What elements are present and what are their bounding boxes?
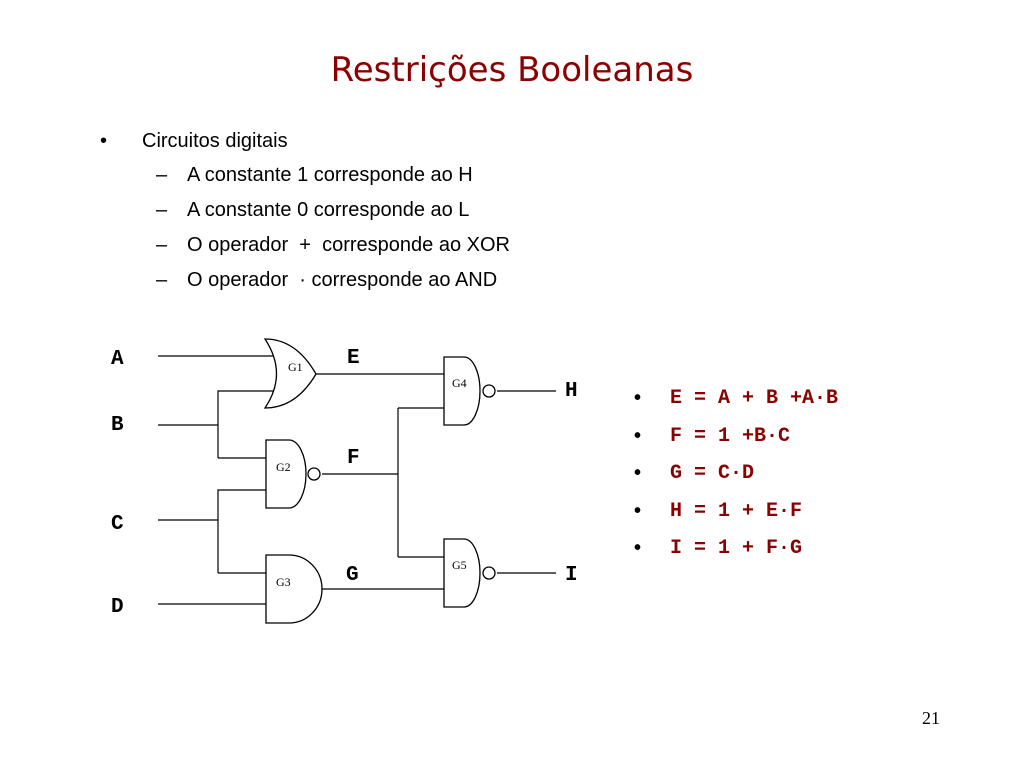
signal-label-h: H bbox=[565, 380, 578, 403]
gate-label-g1: G1 bbox=[288, 360, 303, 374]
page-number: 21 bbox=[922, 708, 940, 728]
bullet-dot: • bbox=[634, 462, 642, 485]
bullet-list: • Circuitos digitais – A constante 1 cor… bbox=[100, 124, 510, 298]
equation-text: G = C·D bbox=[670, 462, 755, 486]
gate-label-g3: G3 bbox=[276, 575, 291, 589]
sub-bullet-item: – A constante 0 corresponde ao L bbox=[100, 193, 510, 228]
equation-item: • H = 1 + E·F bbox=[634, 493, 838, 531]
signal-label-b: B bbox=[111, 414, 124, 437]
equation-item: • E = A + B +A·B bbox=[634, 380, 838, 418]
and-gate-g3 bbox=[265, 554, 323, 624]
bullet-dash: – bbox=[156, 164, 168, 186]
inverter-bubble bbox=[307, 467, 321, 481]
sub-bullet-text: O operador + corresponde ao XOR bbox=[187, 234, 510, 256]
nand-gate-g4 bbox=[443, 356, 481, 426]
sub-bullet-item: – A constante 1 corresponde ao H bbox=[100, 158, 510, 193]
signal-label-c: C bbox=[111, 513, 124, 536]
bullet-dot: • bbox=[100, 129, 108, 152]
signal-label-e: E bbox=[347, 347, 360, 370]
signal-label-i: I bbox=[565, 564, 578, 587]
sub-bullet-item: – O operador · corresponde ao AND bbox=[100, 263, 510, 298]
slide-title: Restrições Booleanas bbox=[330, 50, 694, 90]
equation-text: I = 1 + F·G bbox=[670, 537, 803, 561]
signal-label-g: G bbox=[346, 564, 359, 587]
equation-text: E = A + B +A·B bbox=[670, 387, 839, 411]
nand-gate-g2 bbox=[265, 439, 307, 509]
equation-item: • G = C·D bbox=[634, 455, 838, 493]
sub-bullet-text: A constante 1 corresponde ao H bbox=[187, 164, 473, 186]
bullet-dash: – bbox=[156, 269, 168, 291]
gate-label-g5: G5 bbox=[452, 558, 467, 572]
signal-label-a: A bbox=[111, 348, 124, 371]
bullet-item: • Circuitos digitais bbox=[100, 124, 510, 158]
nand-gate-g5 bbox=[443, 538, 481, 608]
bullet-dot: • bbox=[634, 537, 642, 560]
equation-text: H = 1 + E·F bbox=[670, 499, 803, 523]
inverter-bubble bbox=[482, 566, 496, 580]
equation-item: • F = 1 +B·C bbox=[634, 418, 838, 456]
equation-list: • E = A + B +A·B • F = 1 +B·C • G = C·D … bbox=[634, 380, 838, 568]
sub-bullet-text: O operador · corresponde ao AND bbox=[187, 269, 498, 291]
signal-label-f: F bbox=[347, 447, 360, 470]
bullet-text: Circuitos digitais bbox=[142, 129, 288, 152]
gate-label-g2: G2 bbox=[276, 460, 291, 474]
signal-label-d: D bbox=[111, 596, 124, 619]
circuit-wires bbox=[158, 355, 556, 605]
bullet-dash: – bbox=[156, 234, 168, 256]
sub-bullet-text: A constante 0 corresponde ao L bbox=[187, 199, 470, 221]
equation-item: • I = 1 + F·G bbox=[634, 530, 838, 568]
sub-bullet-item: – O operador + corresponde ao XOR bbox=[100, 228, 510, 263]
bullet-dot: • bbox=[634, 387, 642, 410]
bullet-dot: • bbox=[634, 499, 642, 522]
inverter-bubble bbox=[482, 384, 496, 398]
bullet-dot: • bbox=[634, 424, 642, 447]
or-gate-g1 bbox=[263, 338, 317, 409]
bullet-dash: – bbox=[156, 199, 168, 221]
gate-label-g4: G4 bbox=[452, 376, 467, 390]
equation-text: F = 1 +B·C bbox=[670, 424, 791, 448]
